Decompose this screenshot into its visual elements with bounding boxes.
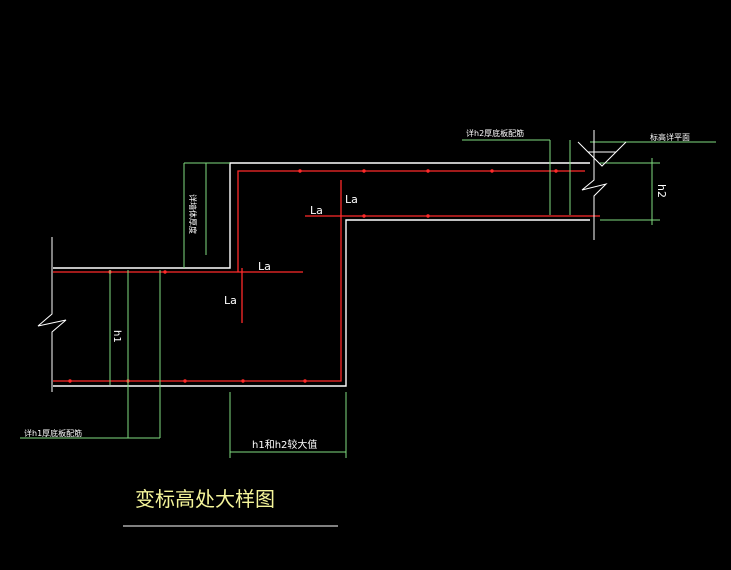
rebar-dot bbox=[163, 270, 167, 274]
elevation-triangle bbox=[577, 141, 627, 167]
top-outline bbox=[53, 162, 590, 269]
drawing-title: 变标高处大样图 bbox=[135, 487, 275, 511]
rebar-dot bbox=[68, 379, 72, 383]
bottom-outline bbox=[53, 219, 590, 387]
la-label-lower-vertical: La bbox=[224, 294, 237, 307]
rebar-dot bbox=[241, 379, 245, 383]
elevation-symbol bbox=[577, 141, 627, 167]
right-break-line bbox=[581, 130, 608, 240]
h1-dim-label: h1 bbox=[111, 330, 122, 343]
break-lines bbox=[37, 130, 608, 392]
slab-outline bbox=[53, 162, 590, 387]
rebar-dot bbox=[426, 214, 430, 218]
right-note: 标高详平面 bbox=[650, 132, 690, 142]
rebar-dot bbox=[426, 169, 430, 173]
rebar-dots bbox=[68, 169, 558, 383]
left-note: 详h1厚底板配筋 bbox=[24, 428, 82, 438]
rebar-dot bbox=[362, 214, 366, 218]
left-break-line bbox=[37, 237, 67, 392]
bottom-dim-label: h1和h2较大值 bbox=[252, 438, 317, 451]
upper-rebar-bent bbox=[237, 170, 585, 272]
la-label-upper-vertical: La bbox=[345, 193, 358, 206]
rebar-group bbox=[53, 170, 600, 382]
la-label-lower-horizontal: La bbox=[258, 260, 271, 273]
rebar-dot bbox=[490, 169, 494, 173]
rebar-dot bbox=[303, 379, 307, 383]
dimension-lines bbox=[20, 139, 716, 458]
rebar-dot bbox=[362, 169, 366, 173]
lower-bottom-rebar-bent bbox=[53, 215, 600, 382]
wall-note: 详墙体厚度 bbox=[188, 194, 198, 234]
rebar-dot bbox=[183, 379, 187, 383]
rebar-dot bbox=[554, 169, 558, 173]
rebar-dot bbox=[298, 169, 302, 173]
top-note: 详h2厚底板配筋 bbox=[466, 128, 524, 138]
la-label-upper-horizontal: La bbox=[310, 204, 323, 217]
h2-dim-label: h2 bbox=[655, 184, 668, 198]
